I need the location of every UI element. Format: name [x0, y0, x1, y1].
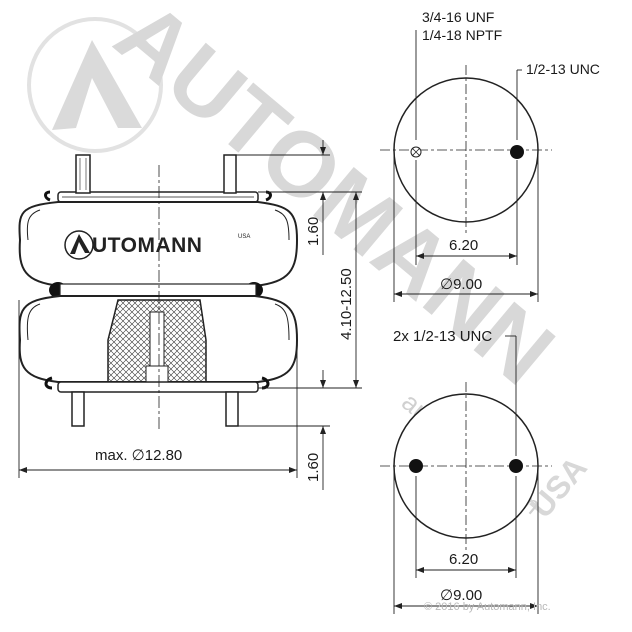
bottom-stud-left	[71, 391, 85, 427]
bottom-piston-plate	[57, 381, 259, 393]
logo-text: UTOMANN	[92, 234, 202, 257]
logo-emblem-icon	[64, 230, 94, 260]
bottom-bolt-spacing-label: 6.20	[449, 551, 478, 568]
top-thread-2-label: 1/4-18 NPTF	[422, 27, 502, 43]
top-stud-left	[75, 154, 91, 194]
watermark-emblem-icon	[52, 40, 142, 130]
bottom-stud-hole-right	[509, 459, 523, 473]
top-thread-1-label: 3/4-16 UNF	[422, 9, 494, 25]
bottom-stud-height-label: 1.60	[305, 453, 322, 482]
top-thread-3-label: 1/2-13 UNC	[526, 61, 600, 77]
air-spring-side-view	[18, 154, 299, 430]
top-stud-right	[223, 154, 237, 194]
top-diameter-label: ∅9.00	[440, 276, 482, 293]
bottom-stud-hole-left	[409, 459, 423, 473]
top-stud-height-label: 1.60	[305, 217, 322, 246]
bottom-thread-label: 2x 1/2-13 UNC	[393, 328, 492, 345]
top-stud-hole	[510, 145, 524, 159]
watermark-circle	[27, 17, 163, 153]
copyright-notice: © 2016 by Automann, Inc.	[424, 601, 551, 613]
top-bolt-spacing-label: 6.20	[449, 237, 478, 254]
bottom-plate-view	[380, 335, 552, 614]
bottom-diameter-label: ∅9.00	[440, 587, 482, 604]
side-view-dimensions	[18, 140, 362, 490]
top-plate-view	[380, 30, 552, 302]
automann-logo: UTOMANN USA	[64, 230, 250, 260]
max-diameter-label: max. ∅12.80	[95, 447, 182, 464]
logo-suffix: USA	[238, 234, 250, 240]
height-range-label: 4.10-12.50	[338, 268, 355, 340]
bottom-stud-right	[225, 391, 239, 427]
